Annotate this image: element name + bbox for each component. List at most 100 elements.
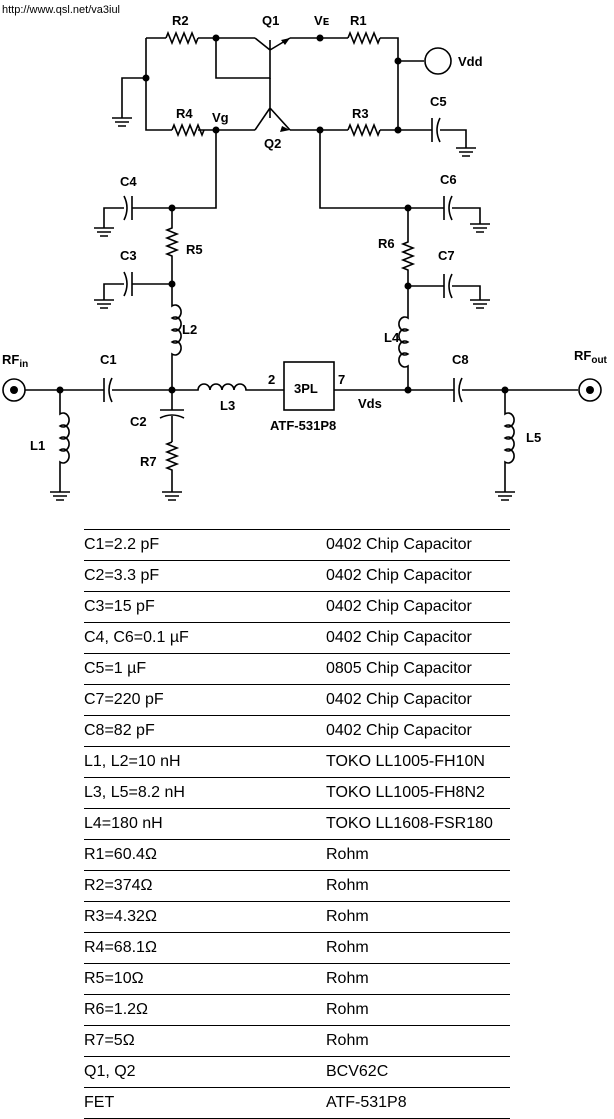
bom-value: C8=82 pF	[84, 715, 326, 747]
label-rf-out: RFout	[574, 348, 608, 366]
bom-value: L1, L2=10 nH	[84, 746, 326, 778]
c4-wire	[103, 207, 172, 228]
label-c1: C1	[100, 352, 117, 367]
label-q1: Q1	[262, 13, 279, 28]
bom-value: R1=60.4Ω	[84, 839, 326, 871]
c1-capacitor	[103, 377, 113, 403]
bom-value: C2=3.3 pF	[84, 560, 326, 592]
r3-resistor	[347, 122, 381, 138]
label-r6: R6	[378, 236, 395, 251]
label-l2: L2	[182, 322, 197, 337]
ground-l5	[495, 491, 515, 501]
q1-base-collector	[215, 38, 271, 79]
c2-capacitor	[159, 409, 185, 442]
ground-r7	[162, 491, 182, 501]
q2-transistor	[254, 78, 291, 131]
label-rf-in: RFin	[2, 352, 28, 370]
r6-resistor	[400, 208, 416, 286]
bom-part: 0402 Chip Capacitor	[326, 622, 510, 654]
ground-l1	[50, 491, 70, 501]
vg-wire	[172, 130, 217, 209]
label-r7: R7	[140, 454, 157, 469]
label-c4: C4	[120, 174, 137, 189]
label-l5: L5	[526, 430, 541, 445]
label-vds: Vds	[358, 396, 382, 411]
label-r3: R3	[352, 106, 369, 121]
label-r1: R1	[350, 13, 367, 28]
c7-wire	[408, 285, 481, 300]
bom-value: R2=374Ω	[84, 870, 326, 902]
bom-value: Q1, Q2	[84, 1056, 326, 1088]
label-fet-box: 3PL	[294, 381, 318, 396]
bom-value: R5=10Ω	[84, 963, 326, 995]
bom-value: C3=15 pF	[84, 591, 326, 623]
ground-c4	[94, 227, 114, 237]
bom-value: R7=5Ω	[84, 1025, 326, 1057]
bom-part: Rohm	[326, 870, 510, 902]
label-l1: L1	[30, 438, 45, 453]
label-c2: C2	[130, 414, 147, 429]
label-pin-2: 2	[268, 372, 275, 387]
label-l3: L3	[220, 398, 235, 413]
label-ve: Vᴇ	[314, 13, 330, 28]
bom-value: R4=68.1Ω	[84, 932, 326, 964]
ground-bias-left	[112, 117, 132, 127]
bom-part: 0402 Chip Capacitor	[326, 560, 510, 592]
bom-value: FET	[84, 1087, 326, 1119]
bom-part: Rohm	[326, 963, 510, 995]
bom-part: Rohm	[326, 901, 510, 933]
l3-inductor	[172, 383, 284, 391]
bom-part: Rohm	[326, 994, 510, 1026]
l4-inductor	[398, 286, 410, 390]
bom-part: 0402 Chip Capacitor	[326, 591, 510, 623]
l5-inductor	[503, 390, 515, 492]
bom-part: Rohm	[326, 1025, 510, 1057]
label-c6: C6	[440, 172, 457, 187]
label-c7: C7	[438, 248, 455, 263]
label-c3: C3	[120, 248, 137, 263]
c5-capacitor	[431, 117, 441, 143]
bom-part: 0402 Chip Capacitor	[326, 684, 510, 716]
r7-resistor	[164, 441, 180, 492]
amplifier-schematic: http://www.qsl.net/va3iul	[2, 4, 608, 501]
bom-value: C1=2.2 pF	[84, 529, 326, 561]
c4-capacitor	[123, 195, 133, 221]
label-c5: C5	[430, 94, 447, 109]
c3-wire	[103, 283, 172, 300]
r1-resistor	[347, 30, 381, 46]
bom-part: TOKO LL1608-FSR180	[326, 808, 510, 840]
fet-package	[283, 361, 335, 411]
bom-value: C4, C6=0.1 µF	[84, 622, 326, 654]
bom-part: 0402 Chip Capacitor	[326, 715, 510, 747]
r2-wire	[121, 37, 255, 131]
bom-value: R3=4.32Ω	[84, 901, 326, 933]
bom-value: L3, L5=8.2 nH	[84, 777, 326, 809]
rf-in-wire	[25, 389, 173, 410]
c6-capacitor	[443, 195, 453, 221]
ground-c3	[94, 299, 114, 309]
bom-part: 0805 Chip Capacitor	[326, 653, 510, 685]
rf-out-connector	[578, 378, 602, 402]
vdd-terminal	[424, 47, 452, 75]
source-url: http://www.qsl.net/va3iul	[2, 4, 120, 16]
l1-inductor	[58, 390, 70, 492]
label-q2: Q2	[264, 136, 281, 151]
bom-value: C5=1 µF	[84, 653, 326, 685]
bom-value: R6=1.2Ω	[84, 994, 326, 1026]
c7-capacitor	[443, 273, 453, 299]
r1-wire	[290, 37, 399, 130]
label-r4: R4	[176, 106, 193, 121]
